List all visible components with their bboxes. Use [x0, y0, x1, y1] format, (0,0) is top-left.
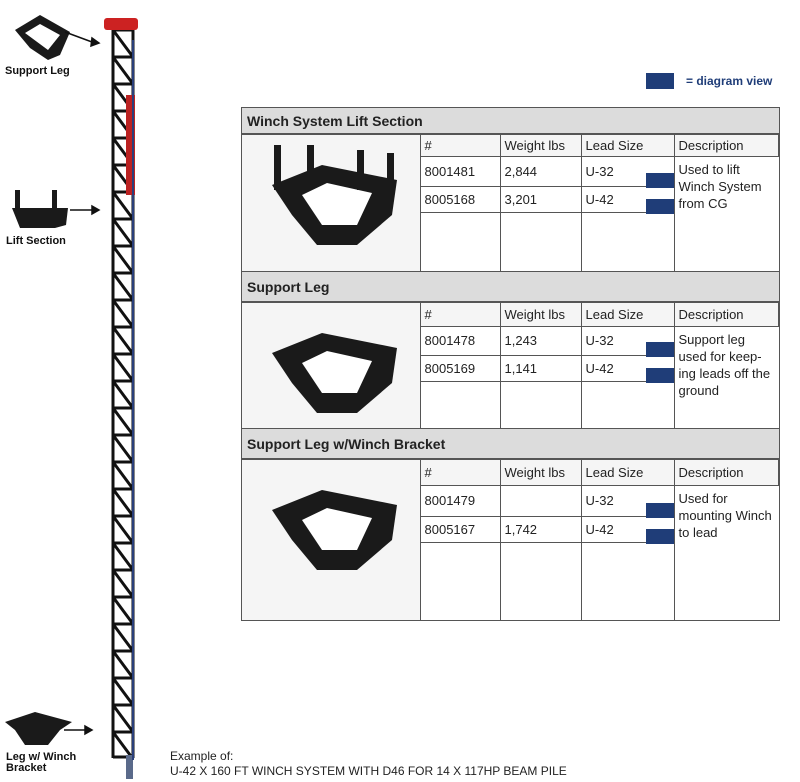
table-row: 8005167 1,742 U-42 [242, 515, 779, 544]
lead-tower-diagram [5, 15, 138, 779]
diagram-view-marker[interactable] [645, 528, 674, 544]
empty-row [242, 211, 779, 276]
column-header: Weight lbs [499, 134, 582, 157]
empty-cell [419, 380, 501, 431]
support-leg-thumbnail [15, 15, 70, 60]
column-header: # [419, 459, 501, 486]
lead-size: U-42 [580, 354, 675, 383]
weight: 2,844 [499, 156, 582, 187]
diagram-view-marker[interactable] [645, 502, 674, 518]
empty-cell [580, 541, 675, 620]
column-header: Lead Size [580, 302, 675, 327]
lead-size: U-42 [580, 185, 675, 214]
product-image [242, 134, 421, 276]
lift-section-thumbnail [12, 190, 68, 228]
empty-cell [419, 211, 501, 276]
part-number: 8001481 [419, 156, 501, 187]
column-header: Description [673, 302, 779, 327]
part-number: 8001478 [419, 326, 501, 356]
empty-cell [499, 211, 582, 276]
part-number: 8005168 [419, 185, 501, 213]
product-image [242, 459, 421, 620]
column-header: # [419, 302, 501, 327]
table-row: 8001481 2,844 U-32 Used to lift Winch Sys… [242, 156, 779, 276]
part-number: 8005169 [419, 354, 501, 382]
leg-winch-label-line1: Leg w/ Winch [6, 751, 77, 763]
column-header: Description [673, 459, 779, 486]
diagram-view-marker[interactable] [645, 198, 674, 214]
empty-row [242, 541, 779, 620]
part-number: 8005167 [419, 515, 501, 543]
leg-winch-label-line2: Bracket [6, 762, 47, 774]
lead-size: U-32 [580, 485, 675, 518]
support-leg-label: Support Leg [5, 65, 70, 77]
weight: 1,742 [499, 515, 582, 543]
footer-caption: Example of: U-42 X 160 FT WINCH SYSTEM W… [170, 749, 567, 779]
table-row: 8001478 1,243 U-32 Support leg used for k… [242, 326, 779, 431]
part-number: 8001479 [419, 485, 501, 517]
legend: = diagram view [646, 73, 772, 89]
lead-size-value: U-42 [585, 360, 614, 376]
lead-size: U-42 [580, 515, 675, 544]
column-header: Weight lbs [499, 302, 582, 327]
description: Used for mounting Winch to lead [673, 485, 779, 620]
column-header: Lead Size [580, 134, 675, 157]
product-photo [272, 145, 397, 245]
lead-size-value: U-32 [585, 333, 614, 349]
empty-cell [499, 380, 582, 431]
table-row: 8001479 U-32 Used for mounting Winch to l… [242, 485, 779, 620]
lift-section-label: Lift Section [6, 235, 66, 247]
section-title: Support Leg [242, 272, 779, 302]
empty-row [242, 380, 779, 431]
leg-winch-bracket-thumbnail [5, 712, 72, 745]
description: Used to lift Winch System from CG [673, 156, 779, 276]
empty-cell [499, 541, 582, 620]
section-title: Support Leg w/Winch Bracket [242, 429, 779, 459]
footer-line1: Example of: [170, 749, 234, 763]
lead-size-value: U-32 [585, 493, 614, 509]
product-image [242, 302, 421, 431]
diagram-view-swatch [646, 73, 674, 89]
weight [499, 485, 582, 517]
weight: 1,243 [499, 326, 582, 356]
lead-size: U-32 [580, 326, 675, 357]
empty-cell [580, 211, 675, 276]
product-photo [272, 333, 397, 413]
empty-cell [419, 541, 501, 620]
lead-size-value: U-42 [585, 191, 614, 207]
section-title: Winch System Lift Section [242, 108, 779, 134]
table-row: 8005169 1,141 U-42 [242, 354, 779, 383]
legend-label: = diagram view [686, 74, 773, 88]
diagram-view-marker[interactable] [645, 341, 674, 357]
lead-size: U-32 [580, 156, 675, 188]
weight: 1,141 [499, 354, 582, 382]
lead-size-value: U-42 [585, 521, 614, 537]
product-photo [272, 490, 397, 570]
diagram-view-marker[interactable] [645, 172, 674, 188]
column-header: # [419, 134, 501, 157]
column-header: Description [673, 134, 779, 157]
weight: 3,201 [499, 185, 582, 213]
description: Support leg used for keep-ing leads off … [673, 326, 779, 431]
column-header: Lead Size [580, 459, 675, 486]
table-row: 8005168 3,201 U-42 [242, 185, 779, 214]
empty-cell [580, 380, 675, 431]
footer-line2: U-42 X 160 FT WINCH SYSTEM WITH D46 FOR … [170, 764, 567, 778]
column-header: Weight lbs [499, 459, 582, 486]
diagram-view-marker[interactable] [645, 367, 674, 383]
lead-size-value: U-32 [585, 163, 614, 179]
